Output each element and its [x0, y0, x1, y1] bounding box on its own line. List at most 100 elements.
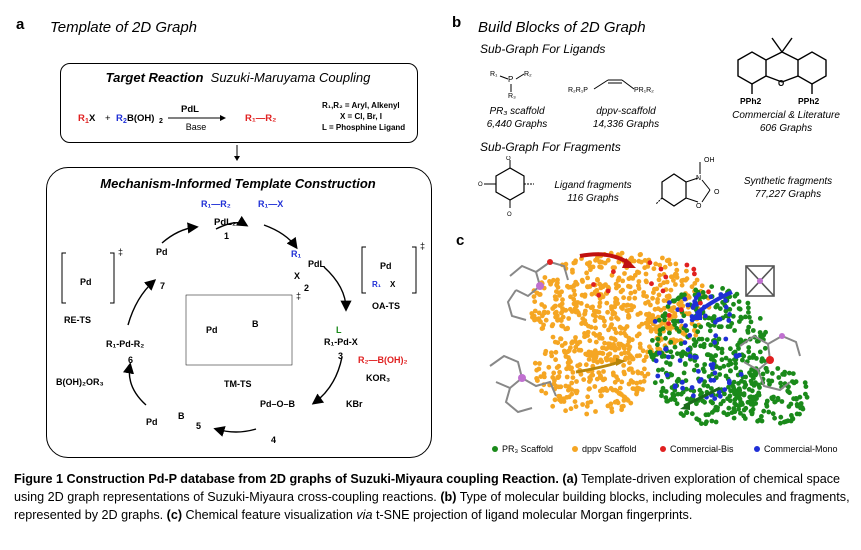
tsne-point-dppv	[573, 388, 578, 394]
tsne-point-dppv	[630, 379, 636, 385]
tsne-point-dppv	[620, 287, 625, 293]
tsne-point-pr3	[720, 286, 725, 291]
legend-label-pr3: PR₃ Scaffold	[502, 444, 554, 454]
tsne-point-dppv	[651, 266, 657, 272]
fragment-0-name: Ligand fragments	[554, 180, 632, 191]
tsne-point-dppv	[582, 334, 587, 340]
species-6-number: 6	[128, 355, 133, 365]
tsne-point-mono	[687, 333, 693, 338]
tsne-point-dppv	[630, 370, 636, 375]
tsne-point-dppv	[644, 312, 649, 317]
tsne-point-dppv	[673, 261, 679, 267]
tsne-point-dppv	[668, 287, 674, 293]
tsne-point-dppv	[532, 308, 538, 314]
tsne-point-dppv	[559, 301, 565, 307]
tsne-point-pr3	[748, 319, 754, 325]
legend-item-dppv: dppv Scaffold	[572, 444, 636, 454]
mechanism-box	[46, 167, 432, 458]
tsne-point-dppv	[571, 296, 577, 302]
tsne-point-dppv	[617, 324, 623, 330]
tsne-point-dppv	[616, 345, 622, 351]
tsne-point-pr3	[723, 308, 729, 314]
tsne-point-dppv	[602, 376, 608, 382]
tsne-point-pr3	[750, 328, 756, 333]
tmts-label: TM-TS	[224, 379, 252, 389]
tsne-point-dppv	[617, 385, 623, 391]
tsne-point-pr3	[793, 379, 799, 385]
reactant2-rest: B(OH)	[127, 113, 154, 124]
fragments-heading: Sub-Graph For Fragments	[480, 140, 621, 154]
tsne-point-dppv	[600, 315, 606, 321]
tsne-point-dppv	[571, 301, 577, 307]
tsne-point-dppv	[626, 335, 632, 341]
tsne-point-pr3	[692, 323, 698, 329]
tsne-point-dppv	[607, 341, 613, 347]
tsne-point-dppv	[605, 257, 611, 263]
tsne-point-bis	[605, 288, 611, 294]
tsne-point-dppv	[621, 345, 627, 351]
tsne-point-pr3	[763, 329, 768, 335]
tsne-point-dppv	[536, 310, 542, 316]
tsne-point-pr3	[795, 403, 800, 409]
tsne-point-dppv	[581, 377, 587, 382]
tsne-point-dppv	[630, 276, 636, 281]
tsne-point-bis	[698, 300, 703, 306]
tsne-point-dppv	[636, 279, 642, 284]
tsne-point-pr3	[716, 336, 722, 342]
fragment-0-count: 116 Graphs	[567, 193, 619, 204]
tsne-point-mono	[677, 358, 683, 363]
panel-a-letter: a	[16, 16, 25, 33]
tsne-point-dppv	[540, 313, 545, 319]
tsne-point-mono	[708, 294, 714, 300]
tsne-point-dppv	[608, 335, 614, 341]
tsne-point-dppv	[673, 282, 678, 287]
tsne-point-pr3	[659, 389, 665, 395]
tsne-point-pr3	[759, 414, 764, 419]
tsne-point-dppv	[643, 354, 649, 360]
tsne-point-dppv	[572, 292, 578, 298]
tsne-point-pr3	[762, 345, 768, 351]
tsne-point-dppv	[596, 309, 602, 315]
tsne-point-dppv	[650, 313, 656, 318]
tsne-point-dppv	[579, 277, 585, 283]
svg-text:OH: OH	[704, 157, 715, 164]
tsne-point-dppv	[599, 393, 604, 399]
tsne-point-dppv	[555, 277, 560, 283]
legend-label-mono: Commercial-Mono	[764, 444, 838, 454]
caption-c-text-1: Chemical feature visualization	[185, 508, 353, 522]
tmts-pd: Pd	[206, 325, 218, 335]
tsne-point-pr3	[668, 349, 674, 355]
tsne-point-dppv	[609, 272, 615, 278]
oats-r1: R₁	[372, 280, 382, 289]
species-3: R₁-Pd-X	[324, 337, 358, 347]
tsne-point-dppv	[585, 275, 590, 281]
tsne-point-pr3	[655, 336, 661, 342]
tsne-point-dppv	[667, 261, 673, 267]
panel-c-letter: c	[456, 232, 465, 249]
tsne-point-mono	[717, 393, 723, 399]
tsne-point-dppv	[546, 364, 552, 370]
tsne-point-dppv	[614, 285, 619, 291]
tsne-point-pr3	[770, 371, 775, 376]
down-arrow	[234, 145, 240, 161]
oats-x: X	[390, 280, 396, 289]
target-reaction-scheme: R 1 X + R 2 B(OH) 2 PdL Base R₁—R₂ R₁,R₂…	[78, 101, 405, 132]
tsne-point-dppv	[590, 312, 596, 318]
tsne-point-dppv	[699, 283, 705, 289]
species-4-pd: Pd–O–B	[260, 399, 296, 409]
oats-dagger: ‡	[420, 241, 425, 251]
tsne-point-dppv	[601, 369, 606, 374]
tsne-point-dppv	[553, 357, 558, 363]
tsne-point-pr3	[770, 411, 776, 417]
tsne-point-mono	[685, 302, 691, 308]
tsne-point-dppv	[600, 387, 606, 393]
tsne-point-bis	[647, 260, 653, 266]
tsne-point-dppv	[555, 340, 561, 346]
tsne-point-dppv	[638, 252, 643, 257]
tsne-point-bis	[658, 266, 664, 272]
tsne-point-dppv	[669, 274, 674, 280]
tsne-point-pr3	[675, 296, 681, 302]
tsne-point-dppv	[542, 275, 548, 280]
tsne-point-dppv	[629, 366, 634, 372]
tsne-point-dppv	[605, 352, 611, 358]
